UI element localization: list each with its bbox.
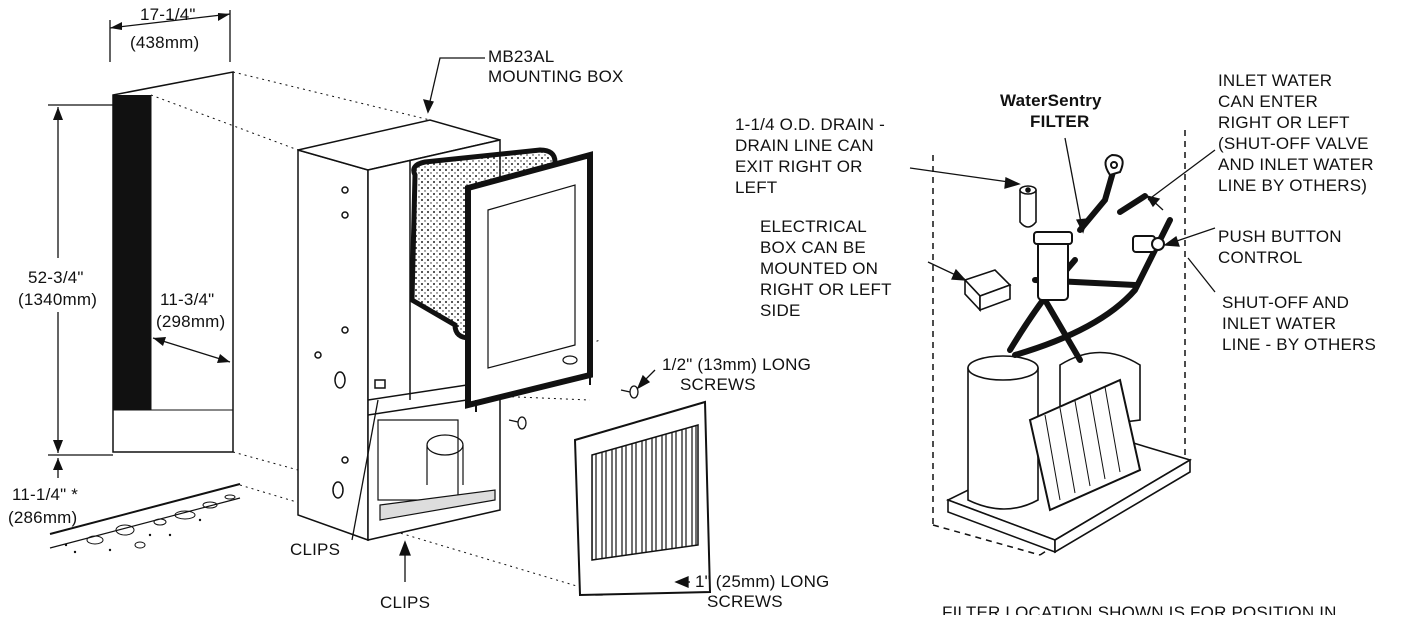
mounting-box-label-line1: MB23AL [488,47,554,66]
fountain-unit [409,147,593,412]
label-inlet: INLET WATER CAN ENTER RIGHT OR LEFT (SHU… [1218,71,1374,195]
compressor-sketch [377,419,496,521]
depth-mm-text: (298mm) [156,312,225,331]
clips-lower-label: CLIPS [380,593,430,612]
width-mm-text: (438mm) [130,33,199,52]
label-screws-half: 1/2" (13mm) LONG SCREWS [662,355,811,394]
electrical-label-line4: RIGHT OR LEFT [760,280,892,299]
inlet-label-line4: (SHUT-OFF VALVE [1218,134,1369,153]
label-drain: 1-1/4 O.D. DRAIN - DRAIN LINE CAN EXIT R… [735,115,885,197]
electrical-label-line1: ELECTRICAL [760,217,867,236]
filter-cartridge [1033,231,1073,301]
inlet-label-line2: CAN ENTER [1218,92,1318,111]
drain-label-line4: LEFT [735,178,777,197]
screws-half-line2: SCREWS [680,375,756,394]
screws-one-line2: SCREWS [707,592,783,611]
shutoff-label-line3: LINE - BY OTHERS [1222,335,1376,354]
inlet-label-line5: AND INLET WATER [1218,155,1374,174]
dimension-floor: 11-1/4" * (286mm) [8,458,241,554]
label-filter: WaterSentry FILTER [1000,91,1102,131]
drain-label-line3: EXIT RIGHT OR [735,157,863,176]
drain-label-line1: 1-1/4 O.D. DRAIN - [735,115,885,134]
drain-label-line2: DRAIN LINE CAN [735,136,874,155]
refrigeration-unit [945,351,1192,554]
right-leader-lines [909,137,1216,293]
filter-label-line2: FILTER [1030,112,1089,131]
clips-upper-label: CLIPS [290,540,340,559]
floor-mm-text: (286mm) [8,508,77,527]
dimension-depth: 11-3/4" (298mm) [152,290,231,363]
dimension-width: 17-1/4" (438mm) [109,5,231,62]
label-screws-one: 1" (25mm) LONG SCREWS [695,572,829,611]
bubbler [1104,153,1124,177]
wall-opening [112,71,234,453]
push-button-label-line1: PUSH BUTTON [1218,227,1342,246]
grille-panel [573,400,712,597]
floor-inches-text: 11-1/4" * [12,485,78,504]
label-shutoff: SHUT-OFF AND INLET WATER LINE - BY OTHER… [1222,293,1376,354]
height-inches-text: 52-3/4" [28,268,84,287]
inlet-label-line3: RIGHT OR LEFT [1218,113,1350,132]
footnote-text: FILTER LOCATION SHOWN IS FOR POSITION IN [942,603,1337,615]
push-button-label-line2: CONTROL [1218,248,1303,267]
width-inches-text: 17-1/4" [140,5,196,24]
shutoff-label-line1: SHUT-OFF AND [1222,293,1349,312]
label-push-button: PUSH BUTTON CONTROL [1218,227,1342,267]
drain-tube [1019,185,1037,228]
label-electrical: ELECTRICAL BOX CAN BE MOUNTED ON RIGHT O… [760,217,892,320]
filter-label-line1: WaterSentry [1000,91,1102,110]
inlet-label-line6: LINE BY OTHERS) [1218,176,1367,195]
push-button-valve [1132,235,1165,253]
inlet-label-line1: INLET WATER [1218,71,1332,90]
leader-lines [351,57,690,588]
shutoff-label-line2: INLET WATER [1222,314,1336,333]
depth-inches-text: 11-3/4" [160,290,214,309]
electrical-label-line5: SIDE [760,301,800,320]
label-mounting-box: MB23AL MOUNTING BOX [488,47,624,86]
screws-half-line1: 1/2" (13mm) LONG [662,355,811,374]
dimension-height: 52-3/4" (1340mm) [18,104,113,456]
height-mm-text: (1340mm) [18,290,97,309]
mounting-box-label-line2: MOUNTING BOX [488,67,624,86]
electrical-label-line2: BOX CAN BE [760,238,866,257]
screws-one-line1: 1" (25mm) LONG [695,572,829,591]
electrical-box [963,269,1012,313]
electrical-label-line3: MOUNTED ON [760,259,878,278]
